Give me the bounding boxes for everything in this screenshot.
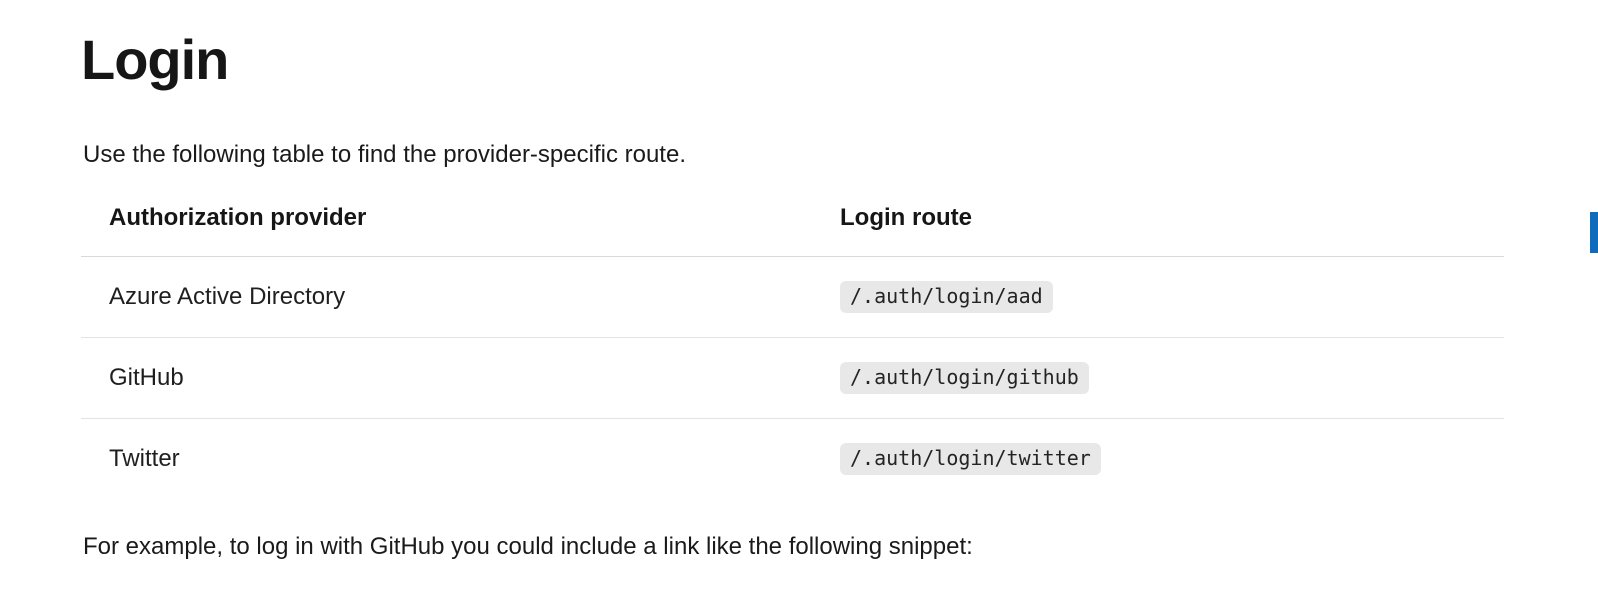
provider-cell: Azure Active Directory [81,256,812,338]
route-cell: /.auth/login/aad [812,256,1504,338]
login-route-code: /.auth/login/twitter [840,443,1101,475]
provider-cell: Twitter [109,445,180,472]
scrollbar-thumb[interactable] [1590,212,1598,253]
table-header-row: Authorization provider Login route [81,194,1504,257]
login-routes-table: Authorization provider Login route Azure… [81,194,1504,499]
page-title: Login [81,28,229,91]
table-row: Twitter /.auth/login/twitter [81,419,1504,500]
login-route-code: /.auth/login/aad [840,281,1053,313]
route-cell: /.auth/login/github [812,337,1504,419]
table-row: Azure Active Directory /.auth/login/aad [81,256,1504,338]
intro-text: Use the following table to find the prov… [83,141,686,168]
provider-cell: GitHub [81,337,812,419]
column-header-route: Login route [812,194,1504,257]
route-cell: /.auth/login/twitter [812,419,1504,500]
login-route-code: /.auth/login/github [840,362,1089,394]
table-row: GitHub /.auth/login/github [81,337,1504,419]
example-text: For example, to log in with GitHub you c… [83,533,973,560]
column-header-provider: Authorization provider [81,194,812,257]
